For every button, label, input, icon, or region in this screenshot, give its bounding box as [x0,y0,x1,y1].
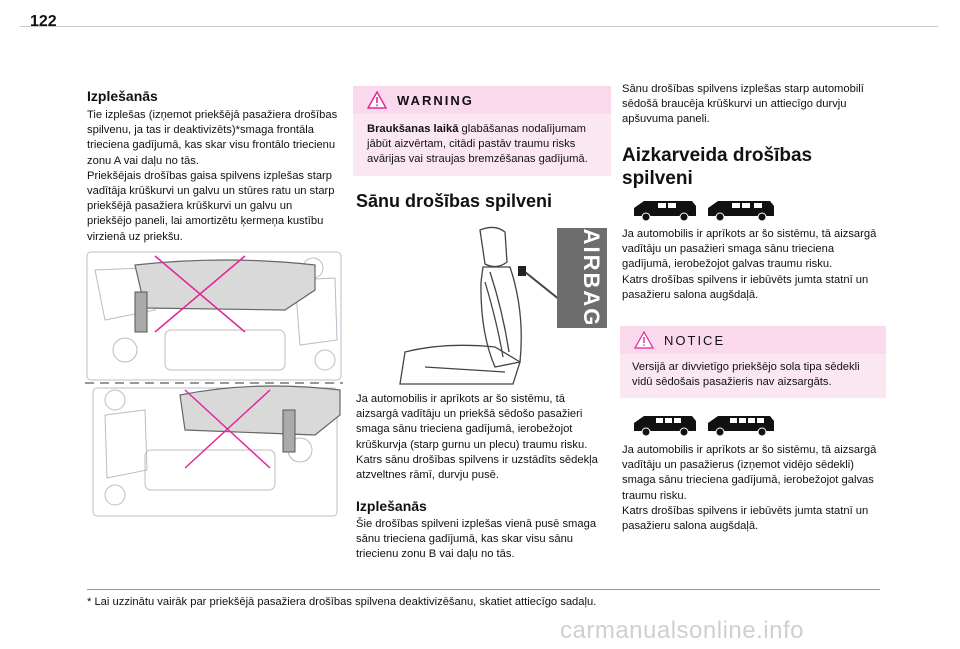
airbag-cushion-bottom [179,385,341,453]
footnote: * Lai uzzinātu vairāk par priekšējā pasa… [87,596,597,608]
warning-triangle-icon [367,91,387,109]
notice-triangle-icon [634,331,654,349]
col3-text2: Ja automobilis ir aprīkots ar šo sistēmu… [622,443,884,534]
col3-text1: Ja automobilis ir aprīkots ar šo sistēmu… [622,227,884,303]
col2-para1: Ja automobilis ir aprīkots ar šo sistēmu… [356,393,588,451]
col3-para3: Ja automobilis ir aprīkots ar šo sistēmu… [622,444,877,502]
warning-bold: Braukšanas laikā [367,123,459,135]
col1-text: Tie izplešas (izņemot priekšējā pasažier… [87,108,340,245]
top-divider [20,26,938,27]
curtain-airbags-title: Aizkarveida drošības spilveni [622,145,813,189]
footnote-divider [87,589,880,590]
airbag-cushion-top [134,259,316,333]
side-airbags-title: Sānu drošības spilveni [356,191,553,211]
warning-body: Braukšanas laikā glabāšanas nodalījumam … [353,114,611,176]
cross-mark-bottom [184,389,271,469]
warning-box: WARNING Braukšanas laikā glabāšanas noda… [353,86,611,176]
cross-mark-top [154,255,246,333]
col3-para1: Ja automobilis ir aprīkots ar šo sistēmu… [622,228,877,271]
col2-heading2: Izplešanās [356,498,427,514]
warning-title: WARNING [397,92,474,108]
frontal-airbag-illustration [85,251,343,517]
col1-para1: Tie izplešas (izņemot priekšējā pasažier… [87,109,338,167]
notice-title: NOTICE [664,332,726,348]
page-number: 122 [30,13,57,30]
col2-para2: Katrs sānu drošības spilvens ir uzstādīt… [356,453,598,482]
van-icon-long-2 [708,416,774,437]
col2-para3: Šie drošības spilveni izplešas vienā pus… [356,518,597,561]
col1-para2: Priekšējais drošības gaisa spilvens izpl… [87,169,335,243]
warning-header: WARNING [353,86,611,114]
watermark: carmanualsonline.info [560,617,804,644]
van-icon-short [634,201,696,222]
van-icons-row2 [634,416,774,437]
side-airbag-seat-illustration: AIRBAG [399,226,607,385]
van-icons-row1 [634,201,774,222]
col1-heading: Izplešanās [87,88,158,104]
notice-header: NOTICE [620,326,886,354]
col3-para2: Katrs drošības spilvens ir iebūvēts jumt… [622,273,869,301]
col3-para0: Sānu drošības spilvens izplešas starp au… [622,83,864,126]
notice-text: Versijā ar divvietīgo priekšējo sola tip… [620,354,886,399]
airbag-label: AIRBAG [579,229,604,328]
col3-para4: Katrs drošības spilvens ir iebūvēts jumt… [622,504,869,533]
col2-text: Ja automobilis ir aprīkots ar šo sistēmu… [356,392,606,483]
warning-text: glabāšanas nodalījumam jābūt aizvērtam, … [367,123,588,166]
airbag-label-box [557,228,607,328]
van-icon-short-2 [634,416,696,437]
notice-box: NOTICE Versijā ar divvietīgo priekšējo s… [620,326,886,399]
van-icon-long [708,201,774,222]
